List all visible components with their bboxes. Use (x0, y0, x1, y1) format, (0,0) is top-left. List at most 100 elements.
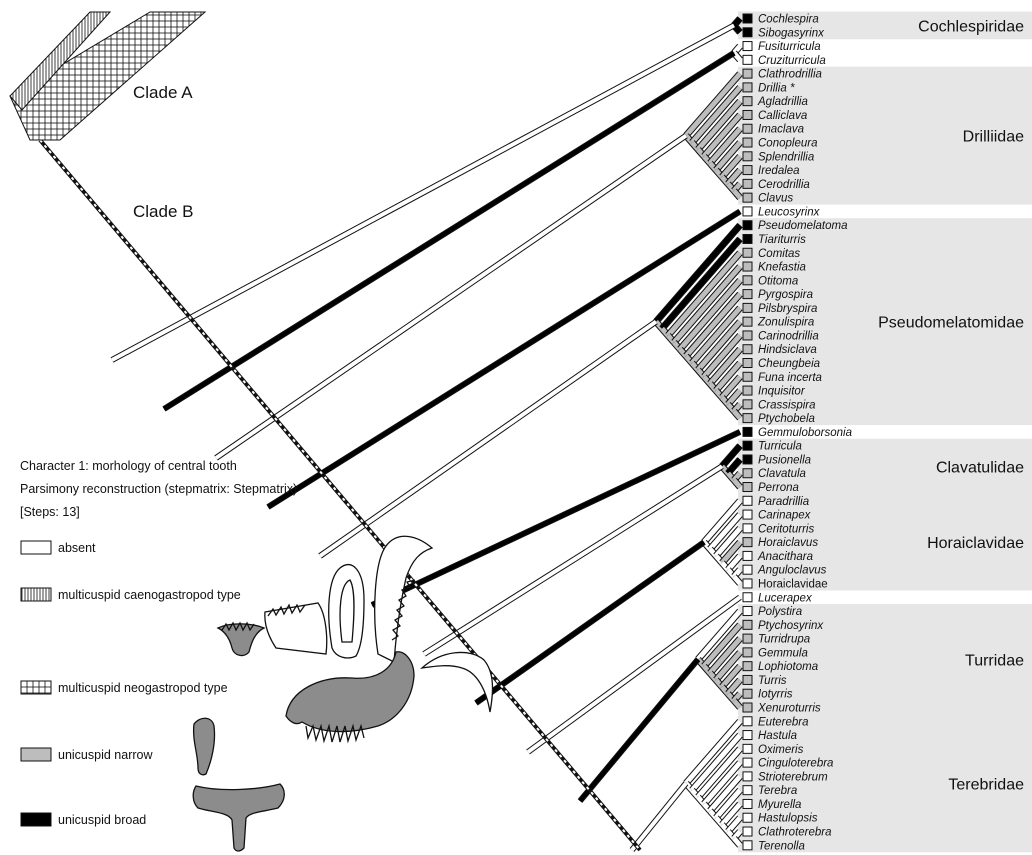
tip-state-box (743, 124, 752, 133)
tip-state-box (743, 166, 752, 175)
unicuspid-broad-tooth-illustration (193, 784, 284, 851)
taxon-label: Splendrillia (758, 151, 814, 163)
legend-title-line1: Character 1: morhology of central tooth (20, 459, 237, 473)
taxon-label: Calliclava (758, 110, 807, 122)
tip-state-box (743, 234, 752, 243)
tip-state-box (743, 827, 752, 836)
taxon-label: Pusionella (758, 454, 811, 466)
family-label: Terebridae (948, 776, 1024, 793)
tip-state-box (743, 744, 752, 753)
family-label: Clavatulidae (936, 459, 1024, 476)
taxon-label: Iotyrris (758, 689, 793, 701)
taxon-label: Ptychobela (758, 413, 815, 425)
tip-state-box (743, 331, 752, 340)
taxon-label: Crassispira (758, 399, 816, 411)
taxon-label: Zonulispira (757, 317, 814, 329)
tip-state-box (743, 675, 752, 684)
tip-state-box (743, 193, 752, 202)
tip-state-box (743, 469, 752, 478)
legend-title-line3: [Steps: 13] (20, 505, 80, 519)
taxon-label: Lucerapex (758, 592, 813, 604)
taxon-label: Clathroterebra (758, 827, 832, 839)
tip-state-box (743, 400, 752, 409)
tip-state-box (743, 110, 752, 119)
family-label: Turridae (965, 652, 1024, 669)
tip-state-box (743, 538, 752, 547)
tip-state-box (743, 648, 752, 657)
tip-state-box (743, 221, 752, 230)
family-label: Pseudomelatomidae (878, 315, 1024, 332)
clade-b-label: Clade B (133, 202, 193, 221)
tip-state-box (743, 524, 752, 533)
tip-state-box (743, 483, 752, 492)
tip-state-box (743, 662, 752, 671)
taxon-label: Sibogasyrinx (758, 27, 825, 39)
tip-state-box (743, 813, 752, 822)
branch (112, 25, 734, 360)
taxon-label: Carinodrillia (758, 330, 819, 342)
tip-state-box (743, 620, 752, 629)
taxon-label: Hindsiclava (758, 344, 817, 356)
taxon-label: Strioterebrum (758, 771, 828, 783)
branch (320, 322, 656, 556)
taxon-label: Comitas (758, 248, 800, 260)
tip-state-box (743, 359, 752, 368)
tip-state-box (743, 414, 752, 423)
taxon-label: Perrona (758, 482, 799, 494)
legend-swatch-caeno (21, 588, 51, 601)
taxon-label: Leucosyrinx (758, 206, 821, 218)
taxon-label: Tiariturris (758, 234, 806, 246)
tip-state-box (743, 262, 752, 271)
tip-state-box (743, 55, 752, 64)
taxon-label: Cochlespira (758, 14, 819, 26)
legend-label-caeno: multicuspid caenogastropod type (58, 588, 241, 602)
taxon-label: Clavus (758, 193, 793, 205)
taxon-label: Gemmuloborsonia (758, 427, 852, 439)
tip-state-box (743, 276, 752, 285)
tip-state-box (743, 607, 752, 616)
taxon-label: Paradrillia (758, 496, 809, 508)
unicuspid-narrow-tooth-illustration (194, 718, 215, 775)
tip-state-box (743, 758, 752, 767)
tip-state-box (743, 28, 752, 37)
tip-state-box (743, 634, 752, 643)
legend-label-narrow: unicuspid narrow (58, 748, 153, 762)
tip-state-box (743, 731, 752, 740)
tip-state-box (743, 772, 752, 781)
tip-state-box (743, 372, 752, 381)
tip-state-box (743, 69, 752, 78)
legend-label-absent: absent (58, 541, 96, 555)
taxon-label: Ptychosyrinx (758, 620, 824, 632)
tip-state-box (743, 689, 752, 698)
tip-state-box (743, 455, 752, 464)
tip-state-box (743, 207, 752, 216)
taxon-label: Knefastia (758, 262, 806, 274)
tip-state-box (743, 496, 752, 505)
legend-swatch-broad (21, 813, 51, 826)
tip-state-box (743, 717, 752, 726)
tip-state-box (743, 83, 752, 92)
branch (164, 53, 734, 409)
branch (580, 659, 698, 801)
family-label: Drilliidae (963, 129, 1024, 146)
tip-state-box (743, 345, 752, 354)
taxon-label: Inquisitor (758, 386, 806, 398)
legend-label-broad: unicuspid broad (58, 813, 146, 827)
taxon-label: Gemmula (758, 647, 808, 659)
legend-swatch-neo (21, 681, 51, 694)
tip-state-box (743, 427, 752, 436)
taxon-label: Cerodrillia (758, 179, 810, 191)
tip-state-box (743, 510, 752, 519)
taxon-label: Iredalea (758, 165, 800, 177)
legend-label-neo: multicuspid neogastropod type (58, 681, 228, 695)
taxon-label: Cruziturricula (758, 55, 826, 67)
taxon-label: Anacithara (757, 551, 813, 563)
branch (216, 136, 686, 458)
taxon-label: Imaclava (758, 124, 804, 136)
taxon-label: Agladrillia (757, 96, 808, 108)
tip-state-boxes (743, 14, 752, 850)
tip-state-box (743, 703, 752, 712)
legend-swatch-absent (21, 541, 51, 554)
taxon-label: Drillia * (758, 82, 795, 94)
